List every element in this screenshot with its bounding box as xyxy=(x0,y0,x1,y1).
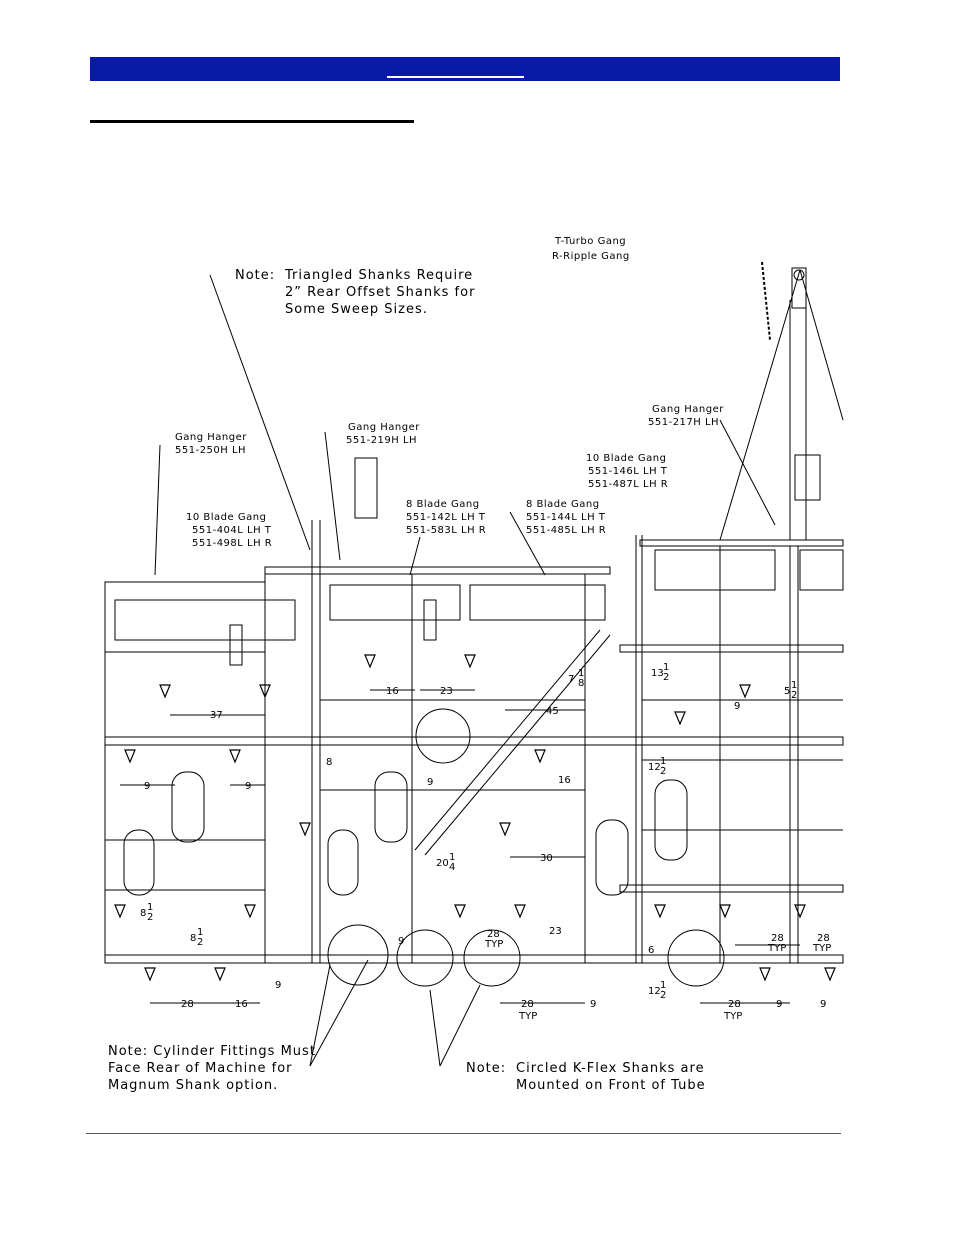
svg-text:28: 28 xyxy=(487,929,500,940)
svg-text:Gang Hanger: Gang Hanger xyxy=(348,422,420,433)
svg-text:1: 1 xyxy=(449,852,455,863)
svg-text:28: 28 xyxy=(771,933,784,944)
svg-text:Face Rear of Machine for: Face Rear of Machine for xyxy=(108,1061,293,1076)
svg-text:28: 28 xyxy=(181,999,194,1010)
svg-text:6: 6 xyxy=(648,945,654,956)
svg-text:8 Blade Gang: 8 Blade Gang xyxy=(406,499,480,510)
callout-10-blade-gang-146l: 10 Blade Gang 551-146L LH T 551-487L LH … xyxy=(586,453,668,490)
svg-text:28: 28 xyxy=(817,933,830,944)
svg-text:TYP: TYP xyxy=(767,943,786,954)
svg-text:Circled K-Flex Shanks are: Circled K-Flex Shanks are xyxy=(516,1061,705,1076)
svg-text:9: 9 xyxy=(820,999,826,1010)
svg-text:5: 5 xyxy=(784,686,790,697)
svg-text:2: 2 xyxy=(147,912,153,923)
callout-8-blade-gang-142l: 8 Blade Gang 551-142L LH T 551-583L LH R xyxy=(406,499,486,536)
svg-text:16: 16 xyxy=(235,999,248,1010)
svg-text:Triangled Shanks Require: Triangled Shanks Require xyxy=(284,268,473,283)
svg-text:Gang Hanger: Gang Hanger xyxy=(175,432,247,443)
svg-text:551-498L LH R: 551-498L LH R xyxy=(192,538,272,549)
svg-text:551-217H LH: 551-217H LH xyxy=(648,417,719,428)
svg-text:1: 1 xyxy=(660,756,666,767)
callout-10-blade-gang-404l: 10 Blade Gang 551-404L LH T 551-498L LH … xyxy=(186,512,272,549)
svg-text:23: 23 xyxy=(549,926,562,937)
svg-text:23: 23 xyxy=(440,686,453,697)
svg-text:2: 2 xyxy=(660,766,666,777)
svg-text:7: 7 xyxy=(568,674,574,685)
svg-text:551-142L LH T: 551-142L LH T xyxy=(406,512,486,523)
svg-text:2: 2 xyxy=(660,990,666,1001)
footer-rule xyxy=(86,1133,841,1134)
svg-text:551-146L LH T: 551-146L LH T xyxy=(588,466,668,477)
svg-text:551-144L LH T: 551-144L LH T xyxy=(526,512,606,523)
dimension-labels: 16 23 7 1 8 45 13 1 2 5 1 2 9 37 8 9 9 9… xyxy=(140,662,831,1022)
callout-gang-hanger-219h: Gang Hanger 551-219H LH xyxy=(346,422,420,446)
svg-text:TYP: TYP xyxy=(723,1011,742,1022)
svg-text:Gang Hanger: Gang Hanger xyxy=(652,404,724,415)
svg-text:Magnum Shank option.: Magnum Shank option. xyxy=(108,1078,278,1093)
svg-text:1: 1 xyxy=(578,668,584,679)
svg-text:9: 9 xyxy=(245,781,251,792)
svg-text:551-250H LH: 551-250H LH xyxy=(175,445,246,456)
svg-text:8 Blade Gang: 8 Blade Gang xyxy=(526,499,600,510)
svg-text:2: 2 xyxy=(663,672,669,683)
svg-text:1: 1 xyxy=(197,927,203,938)
legend-turbo: T-Turbo Gang xyxy=(554,236,626,247)
svg-text:2: 2 xyxy=(197,937,203,948)
svg-text:12: 12 xyxy=(648,986,661,997)
svg-text:16: 16 xyxy=(558,775,571,786)
svg-text:28: 28 xyxy=(521,999,534,1010)
svg-text:9: 9 xyxy=(427,777,433,788)
svg-text:2: 2 xyxy=(791,690,797,701)
svg-text:TYP: TYP xyxy=(518,1011,537,1022)
svg-text:Note: Cylinder Fittings Must: Note: Cylinder Fittings Must xyxy=(108,1044,316,1059)
svg-text:10 Blade Gang: 10 Blade Gang xyxy=(586,453,666,464)
svg-text:1: 1 xyxy=(663,662,669,673)
svg-text:4: 4 xyxy=(449,862,455,873)
svg-text:Mounted on Front of Tube: Mounted on Front of Tube xyxy=(516,1078,706,1093)
note-cylinder-fittings: Note: Cylinder Fittings Must Face Rear o… xyxy=(108,1044,316,1093)
svg-text:551-487L LH R: 551-487L LH R xyxy=(588,479,668,490)
svg-text:37: 37 xyxy=(210,710,223,721)
note-circled-kflex-shanks: Note: Circled K-Flex Shanks are Mounted … xyxy=(466,1061,706,1093)
svg-text:8: 8 xyxy=(140,908,146,919)
svg-text:20: 20 xyxy=(436,858,449,869)
svg-text:551-219H LH: 551-219H LH xyxy=(346,435,417,446)
legend-ripple: R-Ripple Gang xyxy=(552,251,630,262)
svg-text:Note:: Note: xyxy=(466,1061,506,1076)
svg-text:2” Rear Offset Shanks for: 2” Rear Offset Shanks for xyxy=(285,285,475,300)
svg-text:TYP: TYP xyxy=(812,943,831,954)
svg-text:1: 1 xyxy=(791,680,797,691)
svg-text:16: 16 xyxy=(386,686,399,697)
svg-text:9: 9 xyxy=(144,781,150,792)
svg-text:8: 8 xyxy=(190,933,196,944)
callout-8-blade-gang-144l: 8 Blade Gang 551-144L LH T 551-485L LH R xyxy=(526,499,606,536)
svg-text:9: 9 xyxy=(398,936,404,947)
svg-text:9: 9 xyxy=(776,999,782,1010)
svg-text:12: 12 xyxy=(648,762,661,773)
svg-text:9: 9 xyxy=(275,980,281,991)
svg-text:TYP: TYP xyxy=(484,939,503,950)
svg-text:13: 13 xyxy=(651,668,664,679)
svg-text:551-583L LH R: 551-583L LH R xyxy=(406,525,486,536)
section-rule xyxy=(90,120,414,123)
svg-text:9: 9 xyxy=(590,999,596,1010)
svg-text:28: 28 xyxy=(728,999,741,1010)
svg-text:8: 8 xyxy=(578,678,584,689)
callout-gang-hanger-250h: Gang Hanger 551-250H LH xyxy=(175,432,247,456)
svg-text:551-485L LH R: 551-485L LH R xyxy=(526,525,606,536)
svg-text:551-404L LH T: 551-404L LH T xyxy=(192,525,272,536)
svg-text:8: 8 xyxy=(326,757,332,768)
callout-gang-hanger-217h: Gang Hanger 551-217H LH xyxy=(648,404,724,428)
svg-text:1: 1 xyxy=(660,980,666,991)
svg-text:Note:: Note: xyxy=(235,268,275,283)
svg-text:30: 30 xyxy=(540,853,553,864)
svg-text:9: 9 xyxy=(734,701,740,712)
note-triangled-shanks: Note: Triangled Shanks Require 2” Rear O… xyxy=(235,268,475,317)
svg-text:45: 45 xyxy=(546,706,559,717)
svg-text:Some Sweep Sizes.: Some Sweep Sizes. xyxy=(285,302,428,317)
header-underline xyxy=(387,76,524,78)
svg-text:1: 1 xyxy=(147,902,153,913)
svg-text:10 Blade Gang: 10 Blade Gang xyxy=(186,512,266,523)
